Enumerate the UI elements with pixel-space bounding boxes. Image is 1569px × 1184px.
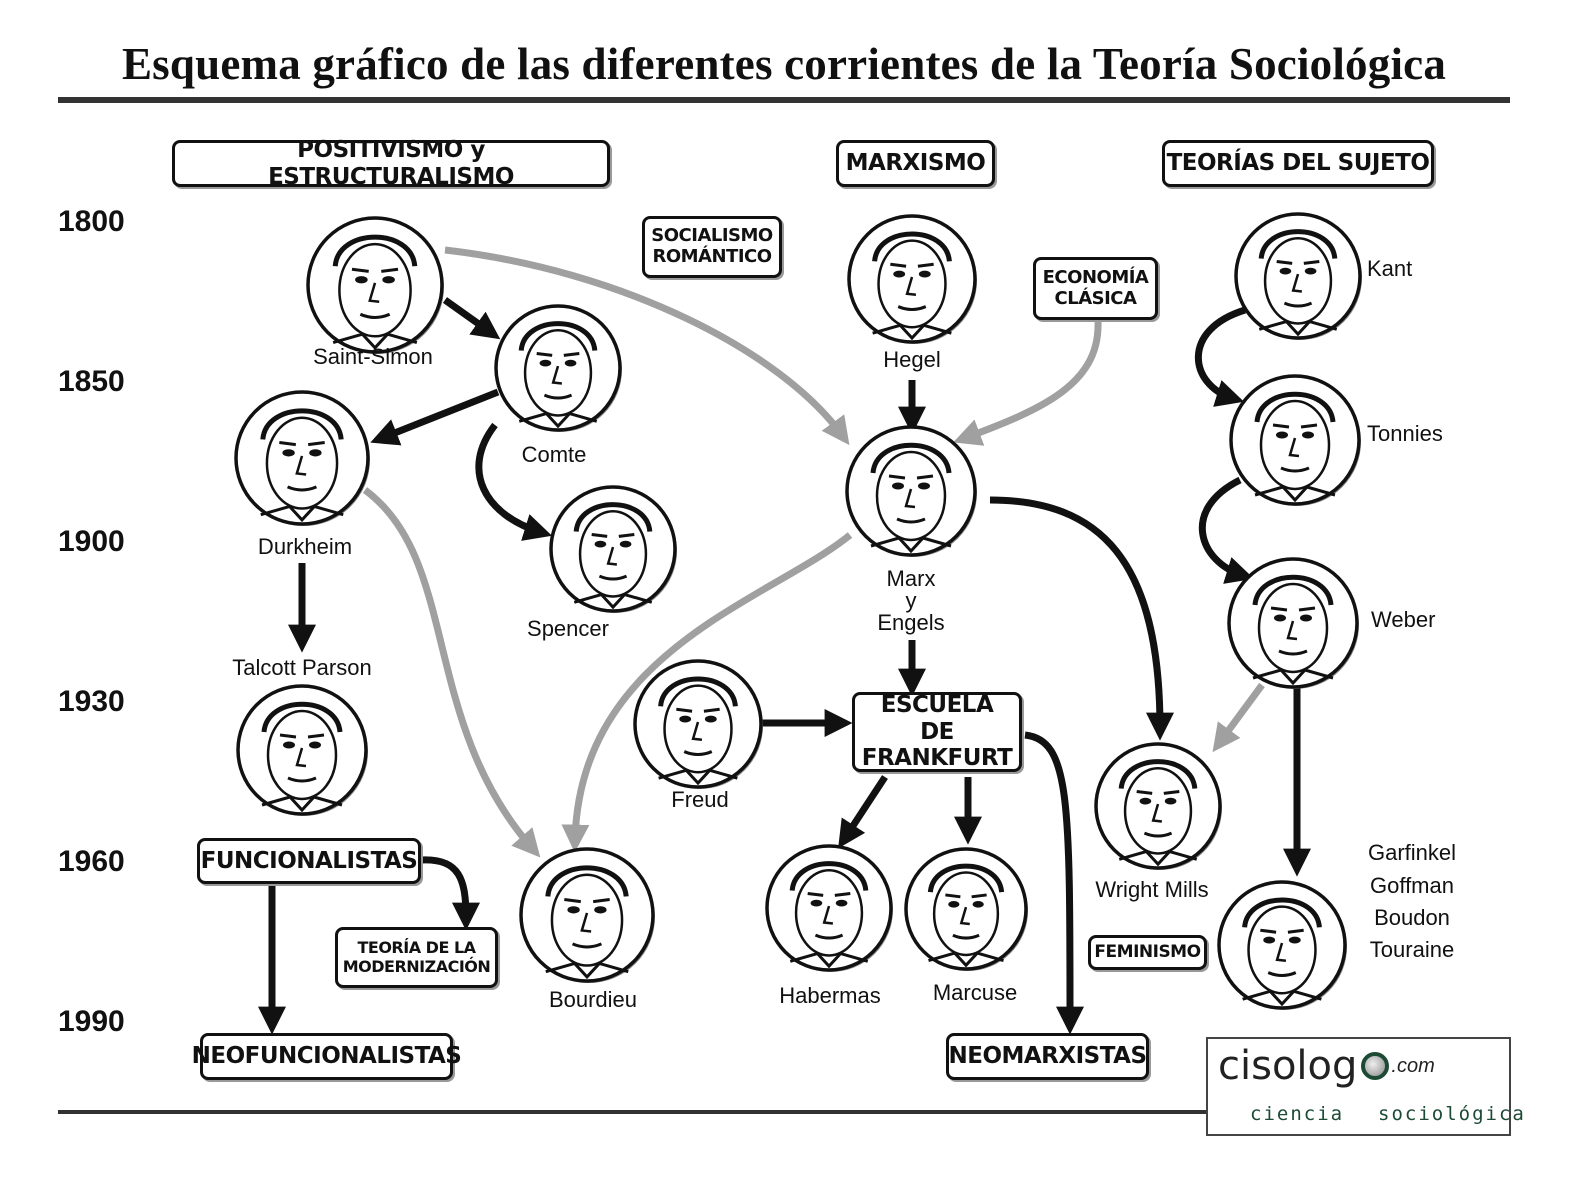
label-kant: Kant xyxy=(1367,256,1413,281)
logo-top-row: cisolog .com xyxy=(1218,1043,1435,1089)
globe-icon xyxy=(1361,1052,1390,1080)
label-touraine: Touraine xyxy=(1369,937,1455,962)
label-hegel: Hegel xyxy=(883,347,941,372)
portrait-spencer xyxy=(549,485,677,613)
year-1990: 1990 xyxy=(58,1005,125,1038)
label-boudon: Boudon xyxy=(1374,905,1450,930)
portrait-saint-simon xyxy=(306,216,444,354)
label-weber: Weber xyxy=(1371,607,1436,632)
cisolog-logo[interactable]: cisolog .com ciencia sociológica xyxy=(1206,1037,1524,1136)
arrow-economia-marx xyxy=(953,321,1102,446)
arrow-comte-durkheim xyxy=(370,388,500,446)
portrait-freud xyxy=(633,659,763,789)
portrait-bourdieu xyxy=(519,847,655,983)
portrait-kant xyxy=(1234,212,1362,340)
logo-main-text: cisolog xyxy=(1218,1043,1358,1089)
portrait-wright-mills xyxy=(1094,742,1222,870)
box-teoria-modernizacion: TEORÍA DE LA MODERNIZACIÓN xyxy=(335,927,498,988)
portrait-durkheim xyxy=(234,390,370,526)
box-funcionalistas: FUNCIONALISTAS xyxy=(197,838,421,884)
box-neomarxistas: NEOMARXISTAS xyxy=(946,1033,1149,1080)
label-saint-simon: Saint-Simon xyxy=(313,344,433,369)
arrow-weber-wright-mills xyxy=(1212,682,1265,753)
label-freud: Freud xyxy=(671,787,729,812)
arrow-tonnies-weber xyxy=(1198,476,1255,584)
portrait-garfinkel-group xyxy=(1217,880,1347,1010)
year-1930: 1930 xyxy=(58,685,125,718)
label-spencer: Spencer xyxy=(527,616,609,641)
arrow-marx-bourdieu xyxy=(561,532,853,853)
box-socialismo-romantico: SOCIALISMO ROMÁNTICO xyxy=(642,216,782,278)
label-comte: Comte xyxy=(521,442,587,467)
bottom-rule xyxy=(58,1110,1206,1114)
label-tonnies: Tonnies xyxy=(1367,421,1443,446)
arrow-saint-simon-comte xyxy=(442,297,501,340)
label-garfinkel: Garfinkel xyxy=(1367,840,1457,865)
box-teorias-sujeto: TEORÍAS DEL SUJETO xyxy=(1162,140,1434,187)
portrait-habermas xyxy=(765,844,893,972)
year-1900: 1900 xyxy=(58,525,125,558)
label-marx: Marx xyxy=(886,566,936,591)
year-1960: 1960 xyxy=(58,845,125,878)
portrait-marx-engels xyxy=(845,425,977,557)
portrait-talcott-parson xyxy=(236,684,368,816)
arrow-funcionalistas-modernizacion xyxy=(420,856,480,931)
portrait-hegel xyxy=(847,214,977,344)
label-engels: Engels xyxy=(877,610,945,635)
portrait-marcuse xyxy=(904,847,1028,971)
portrait-weber xyxy=(1227,557,1359,689)
logo-sub-right: sociológica xyxy=(1378,1103,1526,1125)
arrow-saint-simon-marx xyxy=(444,246,850,446)
arrow-kant-tonnies xyxy=(1195,306,1247,407)
arrow-comte-spencer xyxy=(475,422,553,541)
page-title: Esquema gráfico de las diferentes corrie… xyxy=(121,39,1447,89)
label-talcott-parson: Talcott Parson xyxy=(232,655,372,680)
portrait-comte xyxy=(494,304,622,432)
label-wright-mills: Wright Mills xyxy=(1095,877,1209,902)
box-positivismo: POSITIVISMO y ESTRUCTURALISMO xyxy=(172,137,610,190)
label-goffman: Goffman xyxy=(1370,873,1454,898)
label-durkheim: Durkheim xyxy=(257,534,353,559)
label-habermas: Habermas xyxy=(779,983,881,1008)
title-rule xyxy=(58,97,1510,103)
year-1800: 1800 xyxy=(58,205,125,238)
box-marxismo: MARXISMO xyxy=(836,140,995,187)
logo-sub-left: ciencia xyxy=(1250,1103,1345,1125)
arrow-marx-wright-mills xyxy=(989,496,1174,741)
arrow-frankfurt-neomarxistas xyxy=(1024,731,1084,1035)
label-marcuse: Marcuse xyxy=(932,980,1018,1005)
year-1850: 1850 xyxy=(58,365,125,398)
box-feminismo: FEMINISMO xyxy=(1088,935,1207,970)
box-escuela-frankfurt: ESCUELA DE FRANKFURT xyxy=(852,692,1022,772)
arrow-durkheim-bourdieu xyxy=(362,487,541,858)
label-bourdieu: Bourdieu xyxy=(548,987,638,1012)
box-economia-clasica: ECONOMÍA CLÁSICA xyxy=(1033,257,1158,320)
arrow-frankfurt-habermas xyxy=(838,775,888,849)
label-y: y xyxy=(905,588,917,613)
logo-com: .com xyxy=(1391,1054,1435,1077)
box-neofuncionalistas: NEOFUNCIONALISTAS xyxy=(192,1033,462,1080)
portrait-tonnies xyxy=(1229,374,1361,506)
